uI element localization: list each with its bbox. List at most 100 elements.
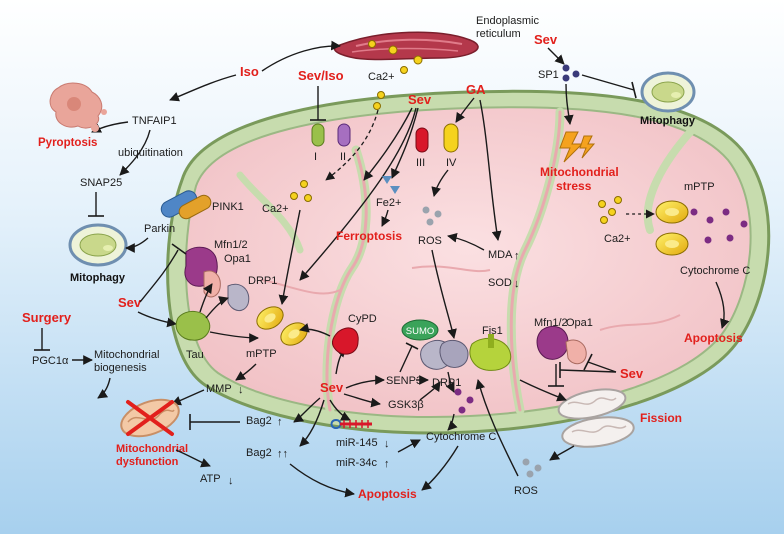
fis1-protein [469,334,512,371]
bag2-2-arrow: ↑↑ [277,448,288,460]
arrow-tau-drp1 [205,296,229,319]
ca-ions-er [373,66,408,110]
arrow-ca-er-mito [325,109,379,181]
damaged-mitochondrion-icon [120,398,180,438]
crista [643,126,696,234]
mptp-right-channel [655,200,689,256]
arrow-mptp-mmp [235,363,257,381]
fe-label: Fe2+ [376,197,401,209]
pgc1a-label: PGC1α [32,355,69,367]
sumo-protein [401,319,439,341]
iso-label: Iso [240,64,259,79]
arrow-sev-tau [137,311,177,328]
ca-ions-inner [290,180,312,202]
mir145-arrow: ↓ [384,438,390,450]
parkin-label: Parkin [144,223,175,235]
arrow-ca-mptp [278,209,301,305]
inhibit-sev-mfn [559,369,617,373]
tau-protein [175,311,211,341]
crista [261,279,341,295]
mmp-label: MMP [206,383,232,395]
mda-arrow: ↑ [514,250,520,262]
arrow-cytc-apoptosis [421,445,459,491]
gsk3b-label: GSK3β [388,399,424,411]
ros-bottom-dots [522,458,542,478]
mitochondrion [166,89,771,435]
arrow-mir-cytc [397,439,421,453]
sod-arrow: ↓ [514,278,520,290]
crista [411,265,491,273]
inhibit-senp3-sumo [399,345,413,373]
inhibit-sev-parkin [139,249,179,303]
arrow-sev-bag2-2 [299,399,325,447]
arrow-mmp-dysfunction [171,389,205,406]
arrow-cypd-mptp [299,323,331,337]
arrow-sev-gsk3b [343,393,381,408]
mptp-center-label: mPTP [246,348,277,360]
mito-inner-membrane [184,106,752,418]
mfn-right-label: Mfn1/2 [534,317,568,329]
arrow-dysfunction-atp [175,449,211,468]
arrow-iso-tnfaip1 [169,74,237,102]
tau-label: Tau [186,349,204,361]
pyroptosis-label: Pyroptosis [38,137,97,149]
mda-label: MDA [488,249,513,261]
complex-i [311,123,325,147]
mir34c-label: miR-34c [336,457,377,469]
crista [236,171,304,254]
complex-iv [443,123,459,153]
arrow-parkin-mitophagy [125,237,149,253]
bag2-1-label: Bag2 [246,415,272,427]
pink1-protein [160,190,212,220]
arrow-sev-senp3 [345,375,385,389]
ca-er-label: Ca2+ [368,71,395,83]
mptp-right-label: mPTP [684,181,715,193]
ga-label: GA [466,82,486,97]
crista [509,110,562,412]
complex-iii [415,127,429,153]
mitophagy-left-label: Mitophagy [70,272,126,284]
arrow-ros-fis1 [475,379,519,477]
ca-right-label: Ca2+ [604,233,631,245]
cytc-right-label: Cytochrome C [680,265,750,277]
opa-right-label: Opa1 [566,317,593,329]
mitophagy-right-icon [640,71,696,113]
cytc-center-dots [454,388,474,414]
arrow-sev-sp1 [547,47,565,65]
sev-left-label: Sev [118,295,142,310]
arrow-sev-fe [391,107,419,179]
opa-left-label: Opa1 [224,253,251,265]
mir145-label: miR-145 [336,437,378,449]
arrow-iso-er [261,40,341,72]
arrow-sev-ca [363,107,413,181]
mfn-opa-left-protein [184,246,250,311]
ferroptosis-label: Ferroptosis [336,229,402,243]
mfn-opa-right-protein [536,326,587,365]
surgery-label: Surgery [22,310,72,325]
bag2-1-arrow: ↑ [277,416,283,428]
sumo-label: SUMO [406,326,435,337]
arrow-ga-complex4 [455,97,475,123]
ca-ions-right [598,196,622,224]
cytc-center-label: Cytochrome C [426,431,496,443]
complex1-label: I [314,151,317,163]
arrow-bag2-apoptosis [289,463,355,498]
complex3-label: III [416,157,425,169]
arrow-biogenesis-dysfunction [97,377,111,399]
arrow-drp1-cytc [445,371,455,393]
mmp-arrow: ↓ [238,384,244,396]
bag2-2-label: Bag2 [246,447,272,459]
drp1-center-protein [420,339,469,370]
sod-label: SOD [488,277,512,289]
complex4-label: IV [446,157,457,169]
snap25-label: SNAP25 [80,177,122,189]
atp-label: ATP [200,473,221,485]
fe-ions [382,176,400,194]
cypd-protein [331,327,359,355]
sev-iso-label: Sev/Iso [298,68,344,83]
arrow-cytc-apoptosis-right [715,281,730,329]
